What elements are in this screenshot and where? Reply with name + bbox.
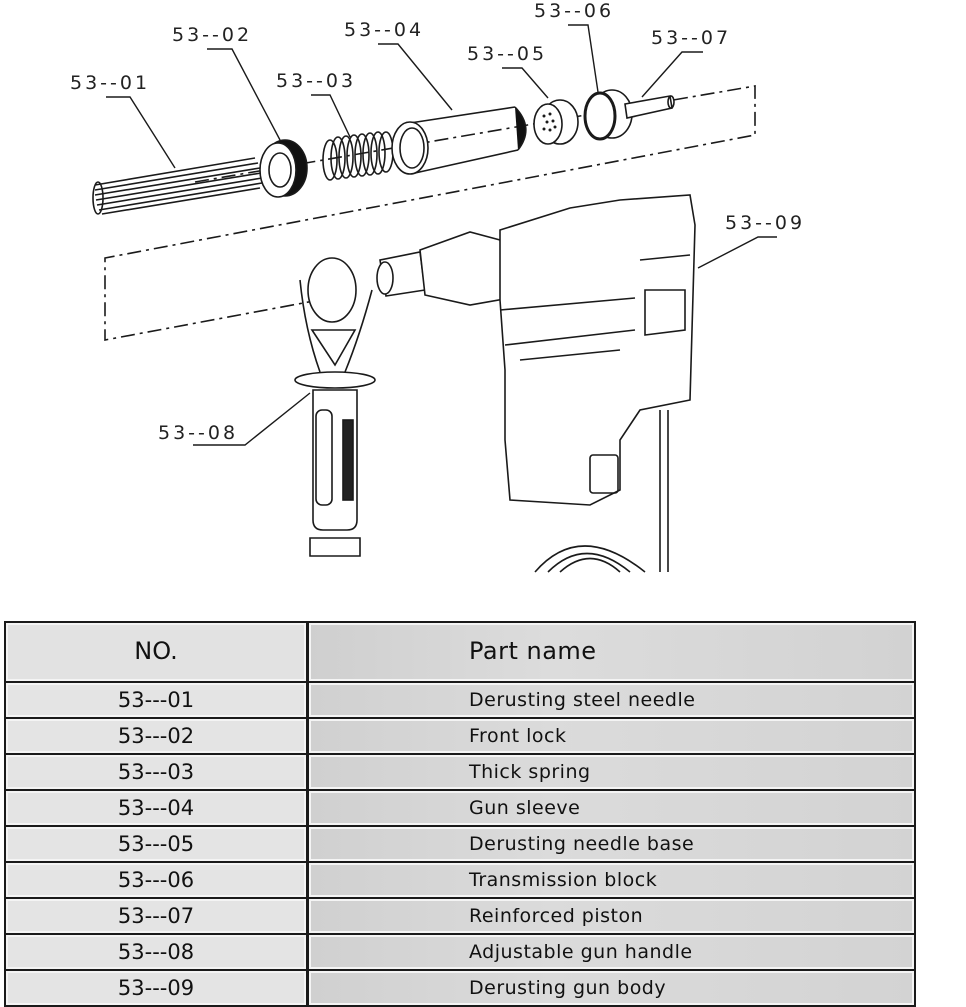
part-name: Gun sleeve xyxy=(309,791,914,827)
part-name: Derusting gun body xyxy=(309,971,914,1005)
callout-53-09: 53--09 xyxy=(725,212,805,234)
part-number: 53---05 xyxy=(6,827,309,863)
callout-53-05: 53--05 xyxy=(467,43,547,65)
callout-53-08: 53--08 xyxy=(158,422,238,444)
gun-body-part xyxy=(376,194,696,573)
thick-spring-part xyxy=(322,131,394,181)
callout-53-06: 53--06 xyxy=(534,0,614,22)
reinforced-piston-part xyxy=(624,95,675,119)
part-number: 53---04 xyxy=(6,791,309,827)
callout-53-03: 53--03 xyxy=(276,70,356,92)
assembly-guide-line xyxy=(104,85,756,341)
part-name: Derusting needle base xyxy=(309,827,914,863)
steel-needle-bundle xyxy=(92,157,263,215)
callout-labels: 53--01 53--02 53--03 53--04 53--05 53--0… xyxy=(70,0,805,444)
front-lock-part xyxy=(259,139,308,198)
part-name: Adjustable gun handle xyxy=(309,935,914,971)
part-name: Derusting steel needle xyxy=(309,683,914,719)
table-header-row: NO. Part name xyxy=(6,623,914,683)
part-name: Reinforced piston xyxy=(309,899,914,935)
part-number: 53---03 xyxy=(6,755,309,791)
part-number: 53---08 xyxy=(6,935,309,971)
part-number: 53---09 xyxy=(6,971,309,1005)
part-number: 53---07 xyxy=(6,899,309,935)
transmission-block-part xyxy=(583,89,633,141)
part-number: 53---02 xyxy=(6,719,309,755)
part-name: Front lock xyxy=(309,719,914,755)
needle-base-part xyxy=(533,99,579,145)
callout-53-04: 53--04 xyxy=(344,19,424,41)
callout-53-07: 53--07 xyxy=(651,27,731,49)
header-no: NO. xyxy=(6,623,309,683)
part-name: Transmission block xyxy=(309,863,914,899)
exploded-view-diagram: 53--01 53--02 53--03 53--04 53--05 53--0… xyxy=(70,0,805,573)
part-number: 53---06 xyxy=(6,863,309,899)
adjustable-handle-part xyxy=(294,257,376,557)
callout-53-01: 53--01 xyxy=(70,72,150,94)
callout-leaders xyxy=(106,24,777,446)
header-part-name: Part name xyxy=(309,623,914,683)
callout-53-02: 53--02 xyxy=(172,24,252,46)
gun-sleeve-part xyxy=(391,106,527,175)
part-number: 53---01 xyxy=(6,683,309,719)
part-name: Thick spring xyxy=(309,755,914,791)
